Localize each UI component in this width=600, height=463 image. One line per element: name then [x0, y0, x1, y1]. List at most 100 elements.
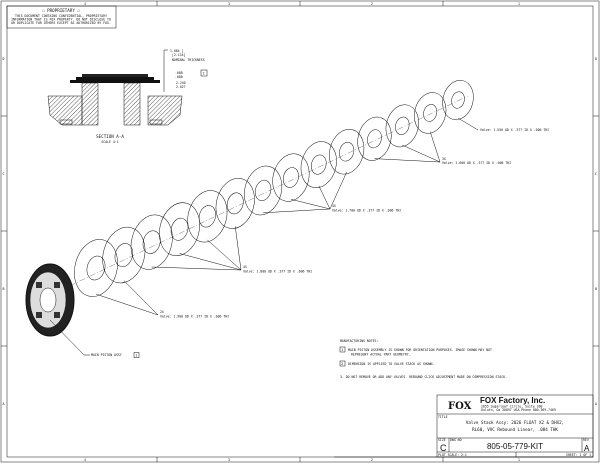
callout-label: Valve: 1.550 OD X .377 ID X .006 THI: [480, 128, 549, 132]
main-piston-assy: MAIN PISTON ASSY 1: [25, 263, 140, 358]
leader-line: [207, 239, 242, 271]
rev-label: REV: [583, 438, 589, 442]
leader-line: [290, 199, 331, 210]
proprietary-notice: ☐ PROPRIETARY ☐ THIS DOCUMENT CONTAINS C…: [6, 5, 117, 29]
callouts: Valve: 1.550 OD X .377 ID X .006 THI 3X …: [160, 128, 549, 319]
row-label: B: [3, 287, 5, 291]
leader-line: [329, 172, 347, 210]
valve-shim: [187, 190, 228, 243]
dimension-text: 2.027: [176, 85, 186, 89]
leader-line: [234, 226, 242, 271]
valve-shim-edge: [300, 141, 337, 188]
leader-line: [429, 131, 441, 163]
callout-qty: 2X: [160, 310, 164, 314]
col-label: 4: [84, 458, 86, 462]
row-label: A: [3, 402, 5, 406]
valve-shim-edge: [442, 80, 474, 120]
leader-line: [457, 117, 479, 131]
valve-shim: [329, 129, 365, 175]
valve-shim-edge: [244, 165, 283, 216]
dimension-text: 1.084 ]: [170, 49, 184, 53]
valve-shim: [272, 153, 310, 202]
valve-shim-edge: [272, 153, 310, 202]
note-ref: 2: [203, 72, 205, 76]
valve-shim-edge: [414, 92, 447, 134]
valve-shim-edge: [187, 190, 228, 243]
valve-shim: [300, 141, 337, 188]
note-ref: 2: [341, 362, 343, 366]
col-label: 1: [518, 2, 520, 6]
valve-shim: [215, 177, 255, 229]
valve-shim: [74, 239, 118, 297]
leader-lines: [95, 117, 479, 316]
valve-shim-edge: [159, 202, 200, 256]
valve-shim: [385, 104, 419, 148]
row-label: D: [595, 57, 597, 61]
notes-title: MANUFACTURING NOTES:: [340, 339, 378, 343]
size-value: C: [440, 443, 447, 453]
proprietary-line: INFORMATION THAT IS FOX PROPERTY. DO NOT…: [11, 18, 111, 22]
note-2: DIMENSION IS APPLIED TO VALVE STACK AS S…: [348, 362, 434, 366]
dwg-label: DWG NO: [450, 438, 462, 442]
col-label: 2: [371, 2, 373, 6]
valve-shim-edge: [451, 91, 465, 109]
valve-shim-edge: [357, 116, 392, 161]
col-label: 3: [228, 458, 230, 462]
valve-shim: [442, 80, 474, 120]
row-label: D: [3, 57, 5, 61]
dimension-text: .088: [175, 71, 183, 75]
section-scale: SCALE 4:1: [101, 140, 118, 144]
leader-line: [263, 208, 331, 214]
callout-qty: 4X: [243, 265, 247, 269]
piston-label: MAIN PISTON ASSY: [91, 353, 122, 357]
dimension-text: .080: [175, 75, 183, 79]
section-a-a: 1.084 ] [2.134] NOMINAL THICKNESS .088 .…: [47, 49, 208, 144]
valve-shim-edge: [114, 243, 133, 268]
fox-logo: FOX: [448, 401, 472, 412]
valve-shim-edge: [198, 205, 216, 228]
plot-scale: PLOT SCALE: 2:1: [438, 453, 467, 457]
leader-line: [402, 144, 441, 163]
dimension-text: 2.240: [176, 81, 186, 85]
valve-shim-edge: [74, 239, 118, 297]
valve-shim-edge: [395, 116, 410, 135]
drawing-number: 805-05-779-KIT: [487, 442, 543, 451]
proprietary-title: ☐ PROPRIETARY ☐: [42, 8, 80, 13]
company-address: 2055 Sugarloaf Circle, Suite 300: [481, 405, 542, 409]
valve-shim-edge: [130, 214, 173, 270]
company-address: Duluth, Ga 30097 USA Phone 800-369-7469: [481, 408, 556, 412]
section-title: SECTION A-A: [96, 134, 124, 139]
valve-shim: [130, 214, 173, 270]
callout-label: Valve: 1.900 OD X .377 ID X .006 THI: [160, 315, 229, 319]
size-label: SIZE: [438, 438, 446, 442]
title-block: FOX FOX Factory, Inc. 2055 Sugarloaf Cir…: [334, 394, 594, 458]
valve-shim-edge: [339, 142, 355, 162]
drawing-title: RL60, VVC Rebound Linear, .084 THK: [472, 427, 558, 432]
row-label: A: [595, 402, 597, 406]
valve-shim: [414, 92, 447, 134]
note-ref: 1: [135, 353, 137, 357]
valve-shim-edge: [170, 217, 189, 241]
callout-label: Valve: 1.600 OD X .377 ID X .006 THI: [442, 161, 511, 165]
valve-shim-edge: [311, 154, 327, 175]
note-ref: 1: [341, 348, 343, 352]
col-label: 2: [371, 458, 373, 462]
title-label: TITLE: [438, 415, 448, 419]
row-label: C: [595, 172, 597, 176]
leader-line: [95, 293, 159, 316]
valve-shim-edge: [142, 230, 161, 254]
leader-line: [123, 280, 159, 316]
callout-label: Valve: 1.800 OD X .377 ID X .006 THI: [243, 270, 312, 274]
proprietary-line: THIS DOCUMENT CONTAINS CONFIDENTIAL, PRO…: [15, 14, 107, 18]
valve-shim-edge: [423, 104, 438, 122]
leader-line: [151, 266, 242, 271]
valve-shim-edge: [86, 255, 106, 281]
sheet-number: SHEET: 1 OF 1: [566, 453, 591, 457]
callout-label: Valve: 1.700 OD X .377 ID X .006 THI: [332, 209, 401, 213]
leader-line: [318, 185, 331, 210]
valve-shim-edge: [367, 129, 382, 149]
leader-line: [179, 253, 242, 271]
valve-shim-edge: [329, 129, 365, 175]
row-label: C: [3, 172, 5, 176]
